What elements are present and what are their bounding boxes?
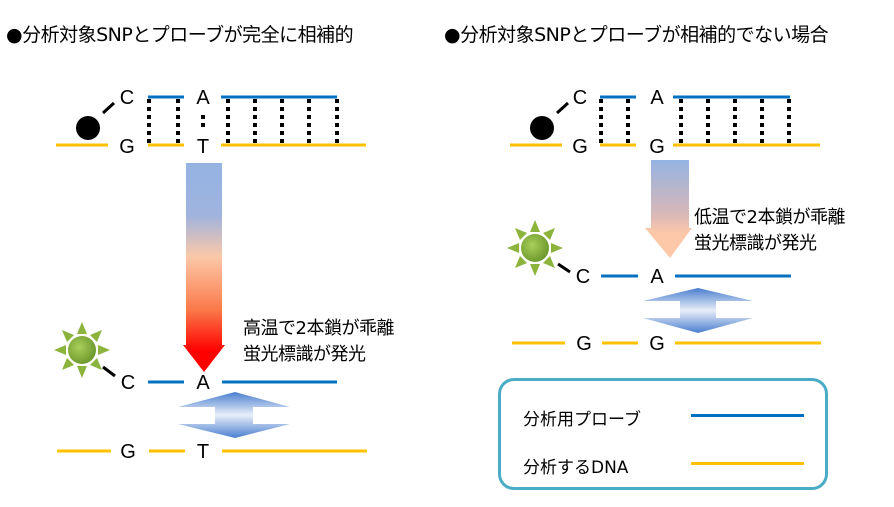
legend-swatch-probe — [691, 414, 804, 417]
note-right-line2: 蛍光標識が発光 — [694, 233, 817, 254]
target-base-2: T — [197, 441, 209, 463]
legend-swatch-dna — [691, 462, 804, 465]
probe-base-2: A — [196, 87, 210, 109]
note-left: 高温で2本鎖が乖離 蛍光標識が発光 — [243, 316, 394, 368]
left-duplex: C A G T — [56, 87, 366, 158]
probe-base-2: A — [196, 372, 210, 394]
fluorescence-sun-icon — [54, 322, 110, 378]
probe-base-2: A — [650, 87, 664, 109]
target-base-1: G — [120, 441, 136, 463]
note-right: 低温で2本鎖が乖離 蛍光標識が発光 — [694, 205, 845, 257]
fluorescence-sun-icon — [507, 220, 563, 276]
target-base-2: G — [649, 333, 665, 355]
legend-box: 分析用プローブ 分析するDNA — [498, 378, 828, 490]
target-base-2: T — [197, 136, 209, 158]
at-bond — [201, 115, 205, 127]
probe-base-1: C — [120, 87, 134, 109]
legend-label-probe: 分析用プローブ — [523, 410, 641, 430]
target-base-1: G — [119, 136, 135, 158]
quencher-dot-icon — [76, 116, 100, 140]
right-duplex: C A G G — [510, 87, 820, 158]
separation-double-arrow — [178, 392, 290, 438]
target-base-2: G — [649, 136, 665, 158]
left-separated: C A G T — [54, 322, 367, 463]
linker — [101, 101, 116, 115]
right-separated: C A G G — [507, 220, 821, 355]
probe-base-1: C — [576, 266, 590, 288]
quencher-dot-icon — [530, 116, 554, 140]
temperature-arrow-high — [183, 163, 225, 372]
linker — [557, 262, 571, 274]
separation-double-arrow — [643, 288, 753, 333]
legend-label-dna: 分析するDNA — [523, 458, 629, 478]
probe-base-1: C — [573, 87, 587, 109]
title-left: ●分析対象SNPとプローブが完全に相補的 — [6, 24, 354, 46]
linker — [102, 365, 116, 378]
probe-base-2: A — [650, 266, 664, 288]
target-base-1: G — [576, 333, 592, 355]
note-left-line1: 高温で2本鎖が乖離 — [243, 318, 394, 339]
note-left-line2: 蛍光標識が発光 — [243, 344, 366, 365]
temperature-arrow-low — [645, 160, 692, 258]
note-right-line1: 低温で2本鎖が乖離 — [694, 207, 845, 228]
probe-base-1: C — [121, 372, 135, 394]
hydrogen-bonds — [147, 99, 339, 143]
linker — [555, 101, 570, 115]
target-base-1: G — [572, 136, 588, 158]
title-right: ●分析対象SNPとプローブが相補的でない場合 — [444, 24, 829, 46]
hydrogen-bonds — [599, 99, 791, 143]
